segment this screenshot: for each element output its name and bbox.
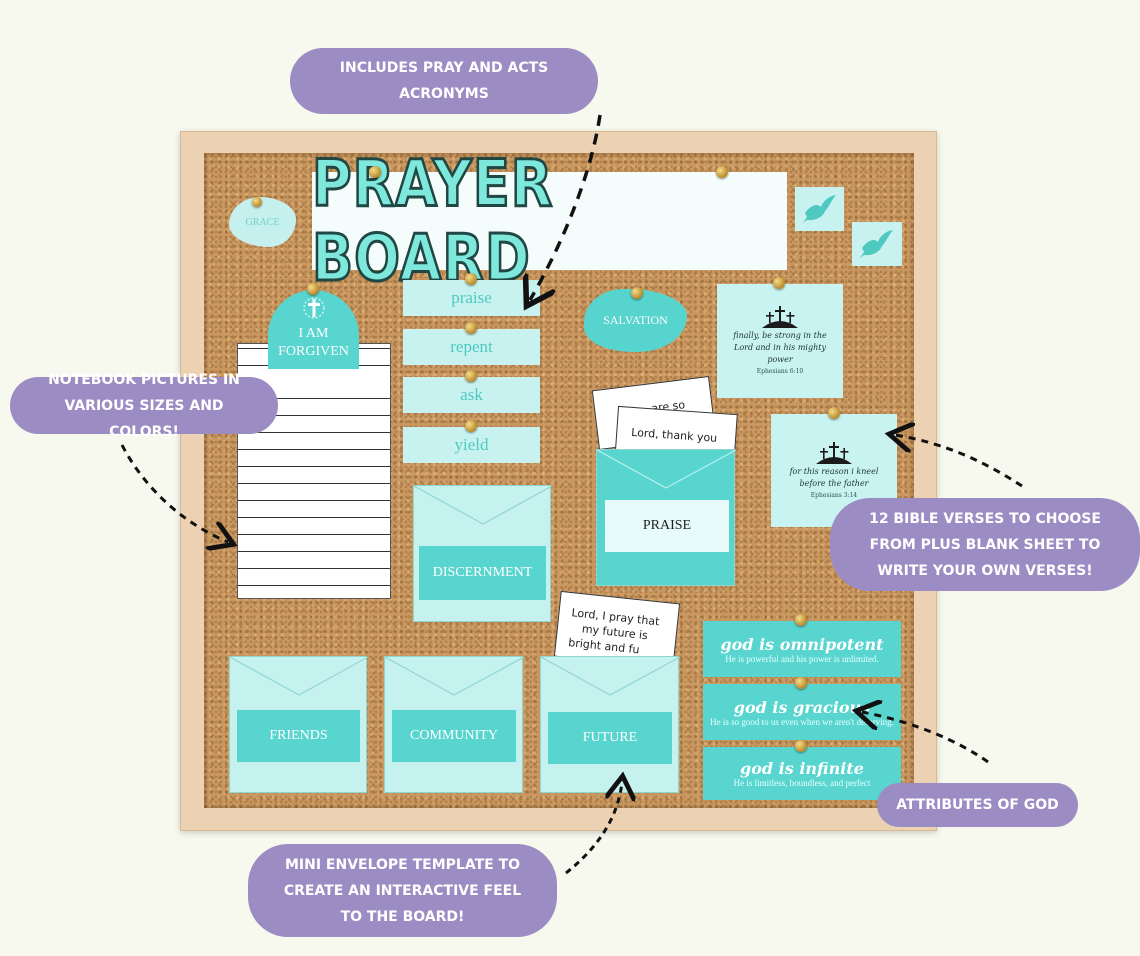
three-crosses-icon	[816, 441, 852, 464]
arrow-acronyms	[530, 114, 602, 300]
pin	[795, 677, 807, 689]
envelope-label: FRIENDS	[237, 710, 360, 762]
pray-word-praise: praise	[403, 280, 540, 316]
salvation-card: SALVATION	[584, 289, 687, 352]
pin	[369, 166, 381, 178]
arrow-notebook	[120, 444, 228, 542]
envelope-label: PRAISE	[605, 500, 729, 552]
arrow-attributes	[862, 712, 989, 764]
pray-word-label: praise	[451, 288, 492, 307]
arrow-envelope	[565, 782, 622, 875]
callout-attributes: ATTRIBUTES OF GOD	[877, 783, 1078, 827]
callout-envelope: MINI ENVELOPE TEMPLATE TO CREATE AN INTE…	[248, 844, 557, 937]
verse-reference: Ephesians 6:10	[756, 368, 804, 375]
arrow-verses	[895, 435, 1023, 488]
pin	[307, 283, 319, 295]
pray-word-label: repent	[450, 337, 493, 356]
verse-text: for this reason i kneel before the fathe…	[789, 466, 879, 488]
callout-notebook: NOTEBOOK PICTURES IN VARIOUS SIZES AND C…	[10, 372, 278, 440]
pin	[795, 614, 807, 626]
callout-acronyms: INCLUDES PRAY AND ACTS ACRONYMS	[290, 48, 598, 114]
pin	[465, 420, 477, 432]
callout-verses: 12 BIBLE VERSES TO CHOOSE FROM PLUS BLAN…	[830, 498, 1140, 591]
pin	[828, 407, 840, 419]
bible-verse-card: finally, be strong in the Lord and in hi…	[717, 284, 843, 398]
dove-icon	[860, 230, 893, 258]
envelope-flap	[541, 657, 680, 696]
notebook-header: I AM FORGIVEN	[268, 290, 359, 369]
attribute-title: god is gracious	[733, 697, 871, 717]
pin	[795, 740, 807, 752]
pin	[252, 197, 262, 207]
dove-card	[852, 222, 902, 266]
three-crosses-icon	[762, 306, 798, 328]
attribute-description: He is powerful and his power is unlimite…	[725, 653, 879, 664]
pin	[465, 370, 477, 382]
pray-word-label: yield	[454, 435, 489, 454]
attribute-title: god is infinite	[740, 759, 864, 778]
envelope-flap	[385, 657, 524, 696]
attribute-title: god is omnipotent	[720, 634, 884, 654]
envelope-praise: PRAISE	[596, 449, 736, 586]
grace-label: GRACE	[245, 216, 280, 228]
envelope-friends: FRIENDS	[229, 656, 368, 793]
notebook-label-line1: I AM	[298, 326, 329, 341]
pray-word-ask: ask	[403, 377, 540, 413]
verse-reference: Ephesians 3:14	[810, 491, 858, 499]
pin	[465, 322, 477, 334]
envelope-label: FUTURE	[548, 712, 672, 764]
envelope-label: COMMUNITY	[392, 710, 516, 762]
envelope-flap	[597, 450, 736, 489]
envelope-flap	[230, 657, 368, 696]
pin	[716, 166, 728, 178]
cross-icon	[303, 297, 324, 319]
dove-icon	[802, 195, 836, 223]
envelope-community: COMMUNITY	[384, 656, 524, 793]
verse-text: finally, be strong in the Lord and in hi…	[733, 331, 827, 364]
pin	[773, 277, 785, 289]
attribute-card: god is infinite He is limitless, boundle…	[703, 747, 901, 800]
pin	[465, 273, 477, 285]
pray-word-repent: repent	[403, 329, 540, 365]
envelope-label: DISCERNMENT	[419, 546, 546, 600]
pray-word-label: ask	[460, 385, 483, 404]
grace-card: GRACE	[229, 197, 296, 247]
attribute-description: He is limitless, boundless, and perfect	[733, 778, 871, 788]
envelope-future: FUTURE	[540, 656, 680, 793]
dove-card	[795, 187, 844, 231]
pin	[631, 287, 643, 299]
notebook-label-line2: FORGIVEN	[278, 344, 349, 359]
attribute-description: He is so good to us even when we aren't …	[710, 716, 894, 727]
attribute-card: god is omnipotent He is powerful and his…	[703, 621, 901, 677]
pray-word-yield: yield	[403, 427, 540, 463]
salvation-label: SALVATION	[603, 313, 668, 327]
envelope-discernment: DISCERNMENT	[413, 485, 552, 622]
envelope-flap	[414, 486, 552, 525]
